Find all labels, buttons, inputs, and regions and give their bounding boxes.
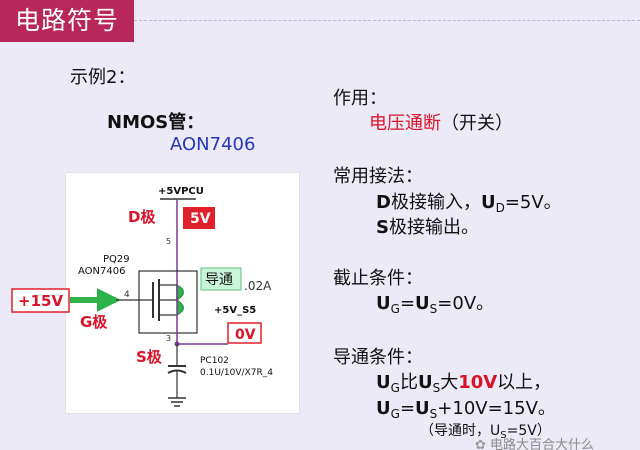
d-value: 5V — [190, 211, 211, 227]
cut-text: .02A — [244, 279, 272, 293]
on-note: （导通时，US=5V） — [420, 420, 551, 441]
cutoff-s1: G — [390, 302, 400, 316]
wiring-s-letter: S — [376, 217, 389, 238]
cap-value: 0.1U/10V/X7R_4 — [200, 368, 273, 378]
pin3-label: 3 — [166, 334, 171, 343]
on2-u1: U — [376, 398, 391, 419]
watermark-icon: ✿ — [475, 438, 486, 450]
on1-t3: 以上， — [497, 372, 552, 393]
cap-ref: PC102 — [200, 356, 229, 366]
on1-u2: U — [417, 372, 433, 393]
on1-t1: 比 — [399, 372, 418, 393]
wiring-heading: 常用接法： — [333, 166, 423, 187]
part-number: AON7406 — [170, 134, 256, 155]
watermark: ✿ 电路大百合大什么 — [475, 434, 640, 450]
s-value-box — [227, 322, 262, 344]
wiring-d-line: D极接输入，UD=5V。 — [376, 188, 562, 215]
d-value-box — [183, 207, 215, 229]
g-pole-label: G极 — [80, 313, 108, 331]
on-label-box — [200, 267, 242, 291]
on2-end: +10V=15V。 — [437, 398, 556, 419]
on-line-1: UG比US大10V以上， — [376, 368, 552, 395]
on2-u2: U — [415, 398, 430, 419]
note-pre: （导通时， — [420, 423, 490, 439]
nmos-label: NMOS管： — [107, 112, 205, 133]
mosfet-body — [138, 270, 198, 334]
wiring-d-sub: D — [495, 201, 505, 215]
role-value: 电压通断 — [369, 113, 441, 134]
s-value: 0V — [235, 327, 256, 343]
note-end: =5V） — [506, 423, 551, 439]
pin5-label: 5 — [166, 237, 171, 246]
example-label: 示例2： — [70, 67, 136, 88]
on-label: 导通 — [205, 272, 233, 288]
on2-s1: G — [390, 407, 400, 421]
cutoff-heading: 截止条件： — [333, 268, 423, 289]
role-heading: 作用： — [333, 88, 387, 109]
net-s5-label: +5V_S5 — [214, 305, 256, 316]
g-input-value: +15V — [18, 292, 63, 310]
on2-mid: = — [399, 398, 416, 419]
s-pole-label: S极 — [136, 348, 163, 366]
part-ref: PQ29 — [103, 254, 130, 265]
wiring-d-eq: =5V。 — [504, 192, 562, 213]
note-u: U — [490, 423, 501, 439]
wiring-d-letter: D — [376, 192, 391, 213]
cutoff-mid: = — [399, 293, 416, 314]
supply-net-label: +5VPCU — [158, 186, 204, 197]
on2-s2: S — [429, 407, 438, 421]
on-heading: 导通条件： — [333, 347, 423, 368]
slide-title: 电路符号 — [0, 0, 134, 42]
on1-t2: 大 — [440, 372, 459, 393]
role-line: 电压通断（开关） — [369, 109, 513, 135]
title-divider — [134, 20, 640, 22]
cutoff-u2: U — [415, 293, 430, 314]
wiring-s-text: 极接输出。 — [388, 217, 479, 238]
watermark-text: 电路大百合大什么 — [490, 438, 595, 450]
on1-s2: S — [432, 381, 441, 395]
g-input-box — [11, 288, 70, 313]
wiring-s-line: S极接输出。 — [376, 213, 479, 239]
cutoff-u1: U — [376, 293, 391, 314]
wiring-d-u: U — [480, 192, 496, 213]
part-name: AON7406 — [78, 266, 125, 277]
cap-plate-bottom — [167, 369, 187, 374]
cutoff-line: UG=US=0V。 — [376, 289, 495, 316]
role-paren: （开关） — [441, 113, 513, 134]
d-pole-label: D极 — [128, 208, 156, 226]
pin4-label: 4 — [124, 290, 130, 300]
on1-highlight: 10V — [458, 372, 498, 393]
cutoff-end: =0V。 — [437, 293, 495, 314]
on-line-2: UG=US+10V=15V。 — [376, 394, 556, 421]
on1-s1: G — [390, 381, 400, 395]
note-s: S — [500, 430, 507, 441]
on1-u1: U — [376, 372, 391, 393]
on-arrow-lower — [176, 299, 184, 316]
on-arrow-upper — [176, 284, 184, 301]
cutoff-s2: S — [429, 302, 438, 316]
wiring-d-text: 极接输入， — [390, 192, 481, 213]
